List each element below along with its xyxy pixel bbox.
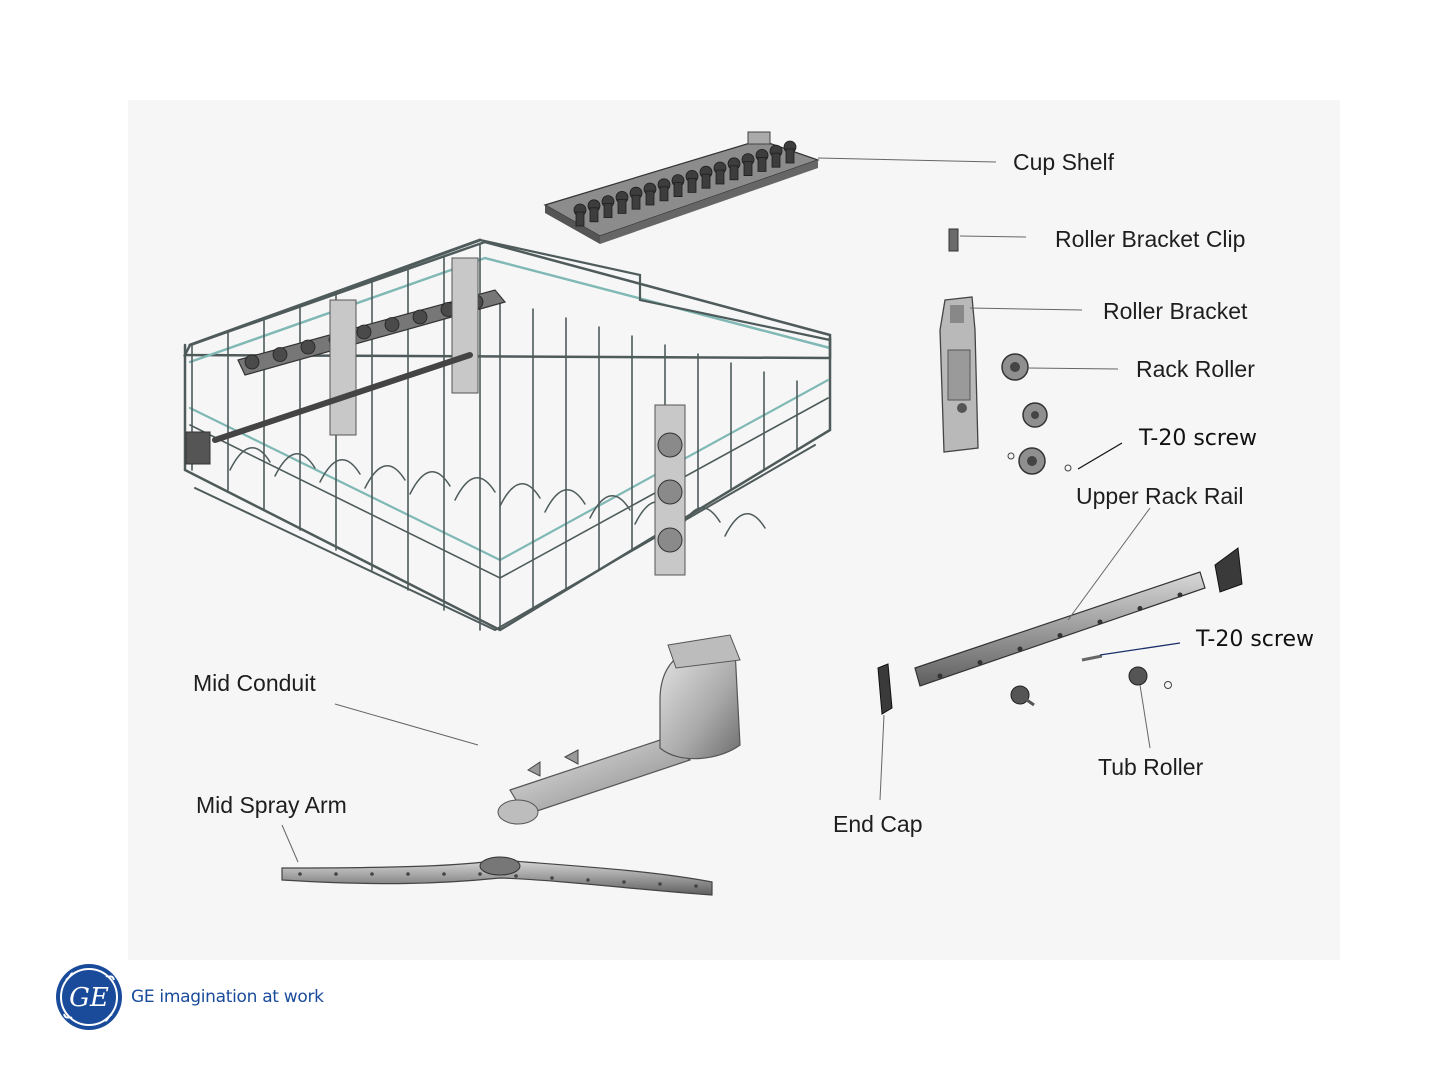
rail-hole [1058, 633, 1063, 638]
cup-shelf-peg [674, 183, 682, 197]
spray-hole [334, 872, 338, 876]
label-mid-spray-arm: Mid Spray Arm [196, 794, 347, 817]
rail-hole [1178, 593, 1183, 598]
spray-hole [550, 876, 554, 880]
spray-hole [442, 872, 446, 876]
spray-hole [298, 872, 302, 876]
rail-hole [978, 660, 983, 665]
label-roller-bracket: Roller Bracket [1103, 300, 1247, 323]
rack-tine [275, 454, 315, 476]
shelf-knob [301, 340, 315, 354]
ge-tagline: GE imagination at work [131, 987, 324, 1007]
spray-hole [406, 872, 410, 876]
cup-shelf-peg [688, 178, 696, 192]
label-roller-bracket-clip: Roller Bracket Clip [1055, 228, 1245, 251]
spray-hole [622, 880, 626, 884]
end-cap-part [878, 664, 892, 714]
label-t20-screw-lower: T-20 screw [1196, 629, 1314, 651]
rack-tine [365, 466, 405, 488]
cup-shelf-peg [632, 195, 640, 209]
rack-roller-parts [1002, 354, 1071, 474]
cup-shelf-peg [576, 212, 584, 226]
cup-shelf-peg [618, 199, 626, 213]
label-t20-screw-upper: T-20 screw [1139, 428, 1257, 450]
cup-shelf-peg [604, 204, 612, 218]
rack-tine [455, 478, 495, 500]
shelf-knob [385, 318, 399, 332]
label-upper-rack-rail: Upper Rack Rail [1076, 485, 1243, 508]
spray-hole [478, 872, 482, 876]
spray-hole [658, 882, 662, 886]
ge-logo: GE [54, 962, 124, 1032]
mid-spray-arm-part [282, 857, 712, 895]
spray-hole [370, 872, 374, 876]
cup-shelf-peg [702, 174, 710, 188]
rail-hole [1138, 606, 1143, 611]
rail-hole [1018, 647, 1023, 652]
cup-shelf-peg [590, 208, 598, 222]
tub-roller-parts [1011, 656, 1172, 705]
label-rack-roller: Rack Roller [1136, 358, 1255, 381]
cup-shelf-peg [772, 153, 780, 167]
label-end-cap: End Cap [833, 813, 923, 836]
shelf-knob [357, 325, 371, 339]
cup-shelf-peg [660, 187, 668, 201]
spray-hole [586, 878, 590, 882]
label-cup-shelf: Cup Shelf [1013, 151, 1114, 174]
upper-rack-rail-part [915, 548, 1242, 686]
rack-tine [500, 484, 540, 506]
cup-shelf-peg [786, 149, 794, 163]
label-mid-conduit: Mid Conduit [193, 672, 316, 695]
upper-dish-rack [185, 240, 830, 630]
cup-shelf-peg [646, 191, 654, 205]
shelf-knob [273, 348, 287, 362]
cup-shelf-peg [758, 157, 766, 171]
roller-bracket-clip-part [949, 229, 958, 251]
cup-shelf-peg [716, 170, 724, 184]
roller-bracket-part [940, 297, 978, 452]
label-tub-roller: Tub Roller [1098, 756, 1203, 779]
rack-tine [320, 460, 360, 482]
spray-hole [514, 874, 518, 878]
rack-tine [725, 514, 765, 536]
cup-shelf-part [545, 132, 818, 244]
rail-hole [1098, 620, 1103, 625]
rail-hole [938, 674, 943, 679]
mid-conduit-part [498, 635, 740, 824]
spray-hole [694, 884, 698, 888]
shelf-knob [245, 355, 259, 369]
rack-tine [545, 490, 585, 512]
shelf-knob [413, 310, 427, 324]
cup-shelf-peg [730, 166, 738, 180]
cup-shelf-peg [744, 162, 752, 176]
svg-text:GE: GE [69, 983, 109, 1013]
